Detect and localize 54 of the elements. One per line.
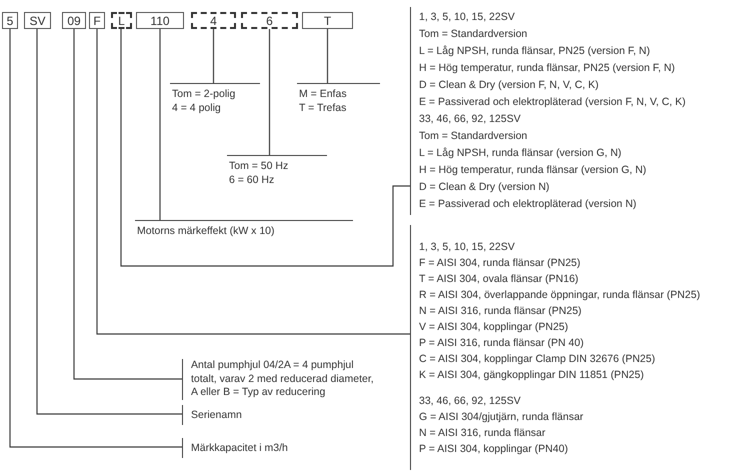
code-box: 6 [241,12,298,29]
definition-text: L = Låg NPSH, runda flänsar (version G, N) [419,146,622,161]
definition-text: H = Hög temperatur, runda flänsar, PN25 (version F, N) [419,61,675,76]
code-box: 5 [2,12,18,29]
definition-text: Motorns märkeffekt (kW x 10) [137,224,275,238]
definition-text: E = Passiverad och elektropläterad (version N) [419,197,636,212]
definition-text: K = AISI 304, gängkopplingar DIN 11851 (PN25) [419,368,644,382]
connector-line [159,29,161,220]
definition-text: 33, 46, 66, 92, 125SV [419,112,521,127]
connector-line [96,29,410,335]
definition-text: Tom = Standardversion [419,27,528,42]
definition-text: F = AISI 304, runda flänsar (PN25) [419,256,580,270]
code-box: SV [24,12,51,29]
definition-text: P = AISI 316, runda flänsar (PN 40) [419,336,584,350]
definition-text: D = Clean & Dry (version F, N, V, C, K) [419,78,599,93]
definition-text: P = AISI 304, kopplingar (PN40) [419,442,568,456]
definition-text: E = Passiverad och elektropläterad (version F, N, V, C, K) [419,95,686,110]
definition-text: C = AISI 304, kopplingar Clamp DIN 32676 (PN25) [419,352,656,366]
definition-text: A eller B = Typ av reducering [191,386,326,400]
definition-text: T = Trefas [299,101,346,115]
code-box: L [111,12,132,29]
code-box: 4 [191,12,236,29]
definition-text: Tom = 50 Hz [229,159,288,173]
connector-line [326,29,328,83]
definition-text: Märkkapacitet i m3/h [191,441,288,455]
code-box: T [302,12,353,29]
definition-text: V = AISI 304, kopplingar (PN25) [419,320,568,334]
definition-text: R = AISI 304, överlappande öppningar, runda flänsar (PN25) [419,288,700,302]
definition-text: N = AISI 316, runda flänsar [419,426,546,440]
connector-line [9,29,182,448]
definition-text: T = AISI 304, ovala flänsar (PN16) [419,272,578,286]
definition-text: L = Låg NPSH, runda flänsar, PN25 (version F, N) [419,44,650,59]
connector-line [212,29,214,83]
code-box: 09 [62,12,86,29]
connector-line [120,29,410,267]
code-box: 110 [136,12,184,29]
connector-line [73,29,182,380]
code-box: F [89,12,105,29]
definition-text: 6 = 60 Hz [229,173,274,187]
definition-text: M = Enfas [299,87,347,101]
definition-text: D = Clean & Dry (version N) [419,180,550,195]
definition-text: Serienamn [191,408,242,422]
definition-text: 33, 46, 66, 92, 125SV [419,394,521,408]
definition-text: 1, 3, 5, 10, 15, 22SV [419,10,515,25]
definition-text: G = AISI 304/gjutjärn, runda flänsar [419,410,584,424]
definition-text: 1, 3, 5, 10, 15, 22SV [419,240,515,254]
definition-text: Tom = 2-polig [172,87,236,101]
definition-text: Antal pumphjul 04/2A = 4 pumphjul totalt, varav 2 med reducerad diameter, [191,359,375,386]
definition-text: H = Hög temperatur, runda flänsar (version G, N) [419,163,646,178]
connector-line [268,29,270,155]
definition-text: 4 = 4 polig [172,101,221,115]
connector-line [36,29,182,415]
definition-text: Tom = Standardversion [419,129,528,144]
definition-text: N = AISI 316, runda flänsar (PN25) [419,304,582,318]
